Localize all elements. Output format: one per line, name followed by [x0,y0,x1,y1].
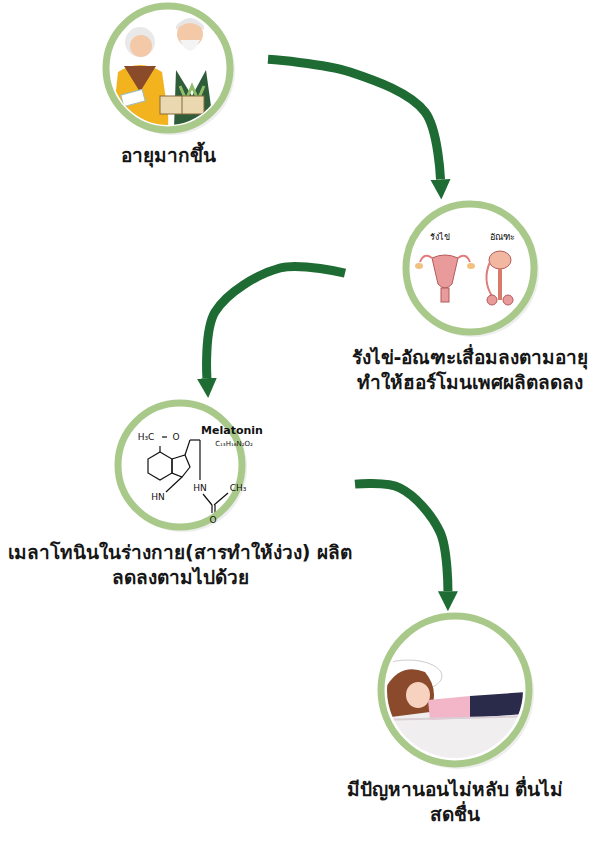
curved-arrow [207,266,345,378]
figure-label: O [172,433,179,442]
step-label: อายุมากขึ้น [68,143,268,168]
figure-label: O [209,516,216,525]
curved-arrow [355,484,448,592]
step-node: อายุมากขึ้น [68,1,268,168]
shadow [407,205,539,337]
figure-label: CH₃ [230,484,247,493]
figure-label: HN [151,493,165,502]
step-label: รังไข่-อัณฑะเสื่อมลงตามอายุ ทำให้ฮอร์โมน… [345,345,595,394]
figure-label: Melatonin [201,425,263,436]
figure-label: HN [193,484,207,493]
green-ring [106,6,230,130]
shadow [107,7,235,135]
sleeping-woman [374,660,540,772]
reproductive-organs [415,251,513,305]
step-label: มีปัญหานอนไม่หลับ ตื่นไม่สดชื่น [345,777,565,826]
circle-outline [345,199,595,337]
shadow [119,404,247,532]
step-node: มีปัญหานอนไม่หลับ ตื่นไม่สดชื่น [345,611,565,826]
step-node: เมลาโทนินในร่างกาย(สารทำให้ง่วง) ผลิตลดล… [5,398,355,589]
figure-label: H₃C [138,433,155,442]
figure-label: C₁₃H₁₆N₂O₂ [215,441,253,448]
circle-outline [345,611,565,769]
figure-label: อัณฑะ [490,233,515,242]
step-node: รังไข่-อัณฑะเสื่อมลงตามอายุ ทำให้ฮอร์โมน… [345,199,595,394]
melatonin-structure [148,437,228,513]
circle-outline [5,398,355,532]
step-label: เมลาโทนินในร่างกาย(สารทำให้ง่วง) ผลิตลดล… [5,540,355,589]
green-ring [381,616,529,764]
figure-label: รังไข่ [430,233,450,242]
green-ring [118,403,242,527]
curved-arrow [268,59,441,179]
circle-outline [68,1,268,135]
green-ring [406,204,534,332]
